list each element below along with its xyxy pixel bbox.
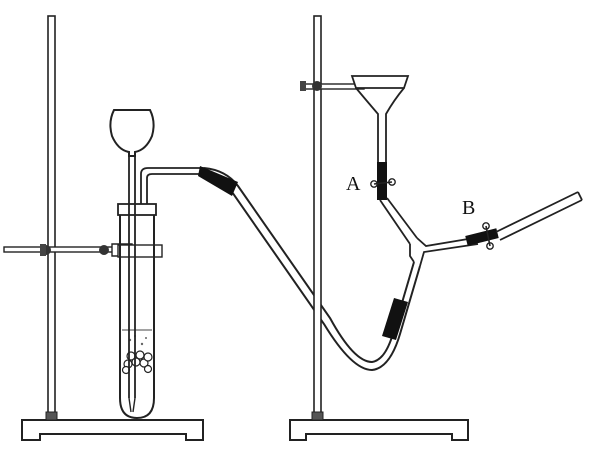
y-junction bbox=[409, 237, 479, 267]
outlet-tube bbox=[495, 191, 583, 241]
left-clamp-holder bbox=[117, 244, 163, 258]
label-clamp-a: A bbox=[346, 173, 361, 195]
ring-clamp-knob bbox=[300, 81, 306, 91]
rubber-joint-a bbox=[377, 162, 387, 200]
tubing-outer bbox=[203, 167, 415, 364]
pinch-clamp-b[interactable] bbox=[482, 222, 494, 250]
left-stand-rod bbox=[47, 15, 56, 421]
left-clamp bbox=[3, 243, 163, 258]
tube-a-to-y bbox=[379, 197, 418, 245]
funnel-stem-end bbox=[128, 397, 136, 413]
granules bbox=[121, 350, 153, 375]
rubber-tubing bbox=[198, 166, 421, 372]
ring-clamp bbox=[300, 81, 365, 91]
thistle-funnel bbox=[109, 109, 155, 157]
bubbles bbox=[128, 335, 147, 346]
funnel-cone bbox=[355, 87, 405, 150]
left-stand bbox=[21, 15, 204, 441]
label-clamp-b: B bbox=[462, 197, 475, 219]
right-stand-rod bbox=[313, 15, 322, 421]
right-stand bbox=[289, 15, 469, 441]
outlet-tube-end bbox=[577, 191, 583, 201]
left-rod-foot bbox=[45, 411, 58, 421]
test-tube-assembly bbox=[109, 109, 204, 420]
left-clamp-knob bbox=[40, 244, 46, 256]
funnel-stem bbox=[128, 156, 136, 398]
delivery-tube bbox=[140, 167, 204, 204]
pinch-clamp-a[interactable] bbox=[370, 178, 396, 188]
right-rod-foot bbox=[311, 411, 324, 421]
rubber-joint-1 bbox=[198, 166, 238, 196]
rubber-stopper bbox=[117, 203, 157, 216]
funnel-assembly bbox=[350, 75, 583, 267]
left-clamp-screw bbox=[99, 245, 109, 255]
rubber-joint-2 bbox=[382, 298, 408, 340]
right-stand-base bbox=[289, 419, 469, 441]
ring-clamp-boss bbox=[312, 81, 322, 91]
funnel-rim bbox=[350, 75, 410, 89]
tubing-inner bbox=[203, 173, 421, 372]
rubber-joint-b bbox=[465, 228, 499, 246]
funnel-stem-a bbox=[377, 150, 387, 164]
test-tube bbox=[119, 213, 155, 420]
left-stand-base bbox=[21, 419, 204, 441]
